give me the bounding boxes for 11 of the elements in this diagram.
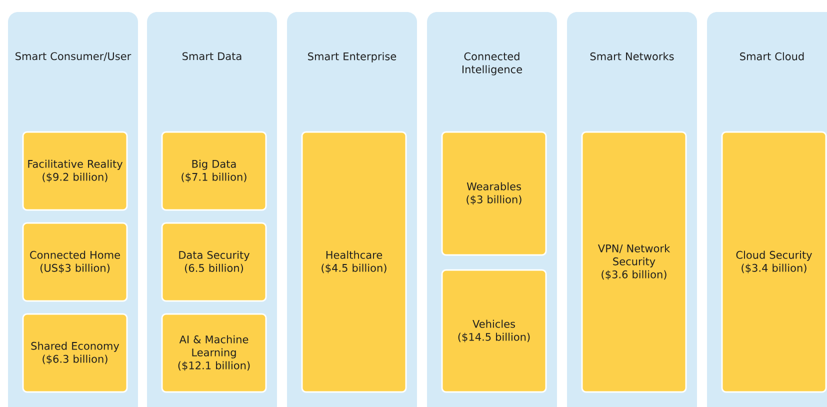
- category-box: Connected Home (US$3 billion): [22, 222, 128, 302]
- category-box: Shared Economy ($6.3 billion): [22, 313, 128, 393]
- category-box: Data Security (6.5 billion): [161, 222, 267, 302]
- category-box: Vehicles ($14.5 billion): [441, 269, 547, 393]
- category-box: Big Data ($7.1 billion): [161, 131, 267, 211]
- category-box: Cloud Security ($3.4 billion): [721, 131, 827, 393]
- category-box: Healthcare ($4.5 billion): [301, 131, 407, 393]
- category-box: Facilitative Reality ($9.2 billion): [22, 131, 128, 211]
- category-box: Wearables ($3 billion): [441, 131, 547, 256]
- category-box: AI & Machine Learning ($12.1 billion): [161, 313, 267, 393]
- category-box: VPN/ Network Security ($3.6 billion): [581, 131, 687, 393]
